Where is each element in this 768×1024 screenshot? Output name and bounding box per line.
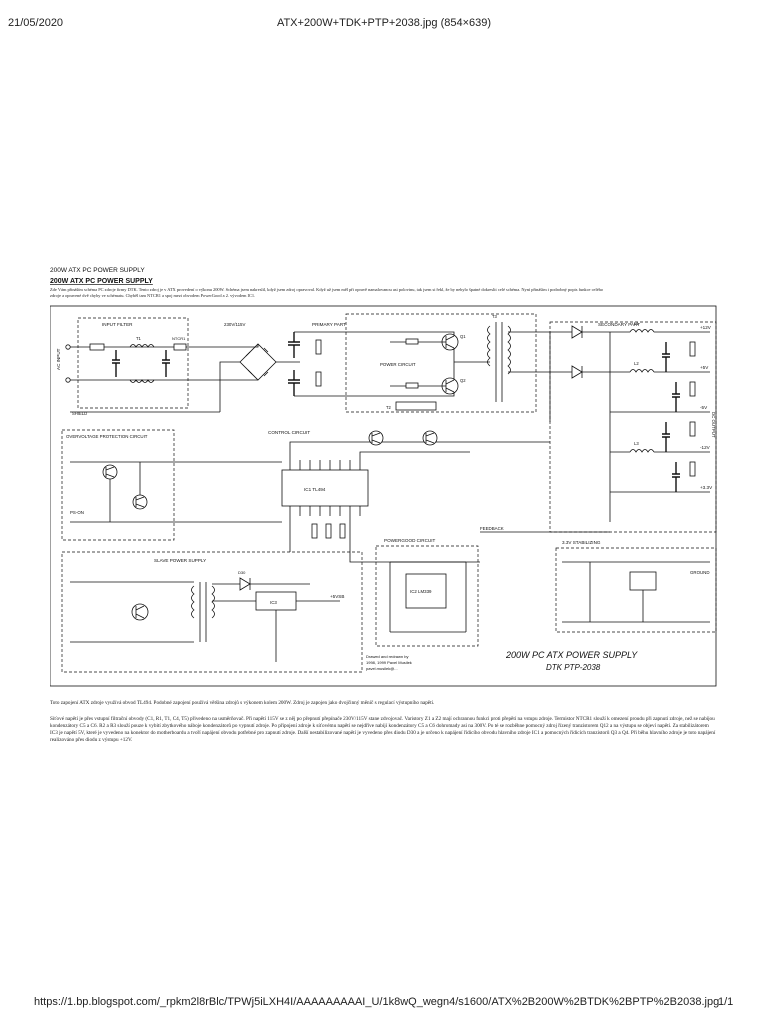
label-input-filter: INPUT FILTER [102,322,133,327]
bridge-rectifier [239,343,277,381]
shunt-regulator [629,571,657,591]
svg-text:L1: L1 [634,321,639,326]
transistor-q3 [368,430,384,446]
label-primary-part: PRIMARY PART [312,322,346,327]
inductor-t1: T1 [129,336,155,383]
cap-c6 [288,370,300,396]
print-url[interactable]: https://1.bp.blogspot.com/_rpkm2l8rBlc/T… [34,996,720,1008]
svg-text:L3: L3 [634,441,639,446]
label-voltage-select: 230V/115V [224,322,245,327]
svg-text:IC3: IC3 [270,600,277,605]
svg-text:D30: D30 [238,570,246,575]
ac-terminal-l [65,344,71,350]
circuit-schematic: 200W ATX PC POWER SUPPLY 200W ATX PC POW… [50,267,717,687]
svg-text:T1: T1 [136,336,142,341]
ic1-tl494: IC1 TL494 [281,460,369,516]
print-title: ATX+200W+TDK+PTP+2038.jpg (854×639) [276,17,492,29]
resistor-r5 [405,338,419,345]
driver-transformer-t2: T2 [386,401,437,411]
stamp-title: 200W PC ATX POWER SUPPLY [505,650,638,660]
label-secondary-part: SECONDARY PART [598,322,640,327]
powergood-box [375,545,479,647]
label-out-12v: +12V [700,325,712,330]
label-power-circuit: POWER CIRCUIT [380,362,416,367]
slave-supply-box [61,551,363,673]
label-overvoltage: OVERVOLTAGE PROTECTION CIRCUIT [66,434,148,439]
svg-text:T3: T3 [492,314,498,319]
inductor-l3: L3 [629,441,655,453]
label-powergood: POWERGOOD CIRCUIT [384,538,435,543]
credit-line-2: 1998, 1999 Pavel Musilek [366,660,412,665]
credit-line-1: Drawed and redrawn by [366,654,408,659]
load-resistors [689,341,696,477]
description-paragraph-2: Síťové napětí je přes vstupní filtrační … [50,716,716,743]
main-transformer-t3: T3 [487,314,511,402]
svg-text:L2: L2 [634,361,639,366]
overvoltage-box [61,429,175,541]
resistor-r6 [405,382,419,389]
cap-c5 [288,332,300,358]
secondary-box [549,321,717,533]
page-number: 1/1 [718,996,734,1008]
schematic-heading: 200W ATX PC POWER SUPPLY [50,267,145,274]
transistor-q1: Q1 [441,333,466,351]
cap-c4 [162,350,170,377]
ic3-regulator: IC3 [255,591,297,611]
inductor-l2: L2 [629,361,655,373]
transistor-q2: Q2 [441,377,466,395]
label-out-5v: +5V [700,365,709,370]
ic2-lm339: IC2 LM339 [405,573,447,609]
label-5vsb: +5VSB [330,594,344,599]
resistor-r2 [315,339,322,355]
transistor-q5 [102,464,118,480]
cap-c1 [112,350,120,377]
transistor-q4 [422,430,438,446]
print-date: 21/05/2020 [8,17,64,29]
schematic-intro: Zde Vám přináším schéma PC zdroje firmy … [50,287,604,298]
aux-transformer [191,582,215,642]
label-ground: GROUND [690,570,710,575]
svg-text:IC2 LM339: IC2 LM339 [410,589,432,594]
fuse-f1 [89,343,105,351]
svg-text:IC1 TL494: IC1 TL494 [304,487,326,492]
diode-pair-d2 [550,365,610,379]
stabilizing-box [555,547,717,633]
resistor-r3 [315,371,322,387]
stamp-subtitle: DTK PTP-2038 [546,663,601,672]
label-out-minus12v: -12V [700,445,711,450]
diode-pair-d1 [550,325,610,339]
label-feedback: FEEDBACK [480,526,504,531]
label-slave-supply: SLAVE POWER SUPPLY [154,558,206,563]
label-shield: SHIELD [72,411,87,416]
ac-terminal-n [65,377,71,383]
transistor-q12 [131,603,149,621]
label-control-circuit: CONTROL CIRCUIT [268,430,310,435]
description-paragraph-1: Toto zapojení ATX zdroje využívá obvod T… [50,700,435,706]
power-circuit-box [345,313,537,413]
thermistor-ntcr1: NTCR1 [172,336,187,351]
svg-text:Q1: Q1 [460,334,466,339]
diode-d30: D30 [238,570,251,591]
cap-bank-out [662,342,680,492]
label-ac-input: AC INPUT [56,348,61,370]
label-3v3-stabilizing: 3.3V STABILIZING [562,540,601,545]
label-dc-output: DC OUTPUT [711,412,716,438]
input-filter-box [77,317,189,409]
schematic-subheading: 200W ATX PC POWER SUPPLY [50,278,153,285]
svg-text:NTCR1: NTCR1 [172,336,186,341]
svg-text:Q2: Q2 [460,378,466,383]
inductor-l1: L1 [629,321,655,333]
label-out-3v3: +3.3V [700,485,713,490]
transistor-q6 [132,494,148,510]
label-out-minus5v: -5V [700,405,708,410]
credit-line-3: pavel.musilek@... [366,666,398,671]
svg-text:T2: T2 [386,405,392,410]
label-ps-on: PS-ON [70,510,84,515]
resistor-bank-ctrl [311,523,346,539]
